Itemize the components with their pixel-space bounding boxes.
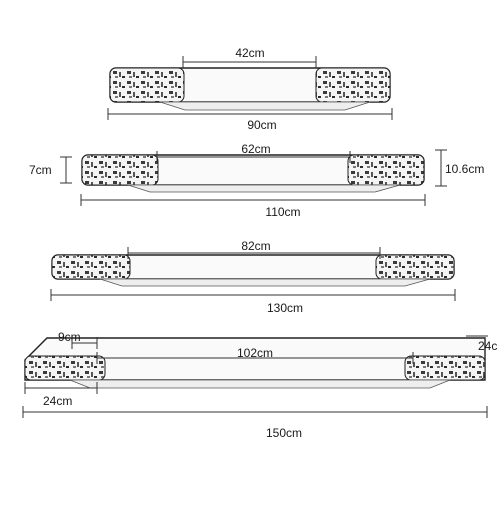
shelf-150-right-end <box>404 355 486 381</box>
shelf-150-bar <box>69 379 451 389</box>
shelf-110-inner-label: 62cm <box>241 142 270 156</box>
shelf-130-outer-label: 130cm <box>267 301 303 315</box>
shelf-90-inner-label: 42cm <box>235 46 264 60</box>
shelf-150-end-width-label: 24cm <box>43 394 72 408</box>
shelf-90-right-end <box>315 67 391 103</box>
shelf-150-inner-label: 102cm <box>237 346 273 360</box>
shelf-110-height-label: 7cm <box>29 163 52 177</box>
shelf-110-outer-label: 110cm <box>265 205 300 219</box>
shelf-90: 42cm 90cm <box>107 46 393 132</box>
shelf-150: 102cm 9cm 24cm 24c 150cm <box>22 330 497 440</box>
shelf-130-inner-label: 82cm <box>241 239 270 253</box>
shelf-110-bar <box>127 184 401 193</box>
shelf-90-bar <box>159 101 371 111</box>
shelf-150-gap-label: 9cm <box>58 330 81 344</box>
shelf-130-left-end <box>51 254 131 280</box>
shelf-150-depth-label: 24c <box>478 339 497 353</box>
shelf-150-board <box>24 337 486 381</box>
shelf-90-left-end <box>109 67 185 103</box>
shelf-130-bar <box>99 278 431 287</box>
shelf-110-left-end <box>81 154 159 186</box>
shelf-130: 82cm 130cm <box>50 239 456 315</box>
shelf-110-right-end <box>347 154 425 186</box>
shelf-110: 62cm 110cm 7cm 10.6cm <box>29 142 484 219</box>
shelf-90-outer-label: 90cm <box>247 118 276 132</box>
shelf-150-left-end <box>24 355 106 381</box>
shelf-130-right-end <box>375 254 455 280</box>
shelf-110-depth-label: 10.6cm <box>445 162 484 176</box>
shelf-150-outer-label: 150cm <box>266 426 302 440</box>
